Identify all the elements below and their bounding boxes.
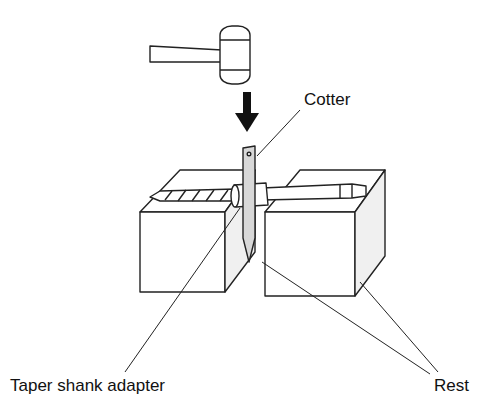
part-label: Taper shank adapter [8, 376, 167, 396]
rest-label: Rest [432, 376, 471, 396]
adapter-shank [262, 184, 366, 200]
strike-arrow [235, 92, 259, 132]
rest-block-left [140, 170, 255, 292]
drill-bit [150, 189, 236, 201]
hammer [150, 26, 250, 84]
cotter-label: Cotter [302, 90, 352, 110]
cotter [243, 146, 255, 262]
leader-lines [125, 110, 438, 374]
